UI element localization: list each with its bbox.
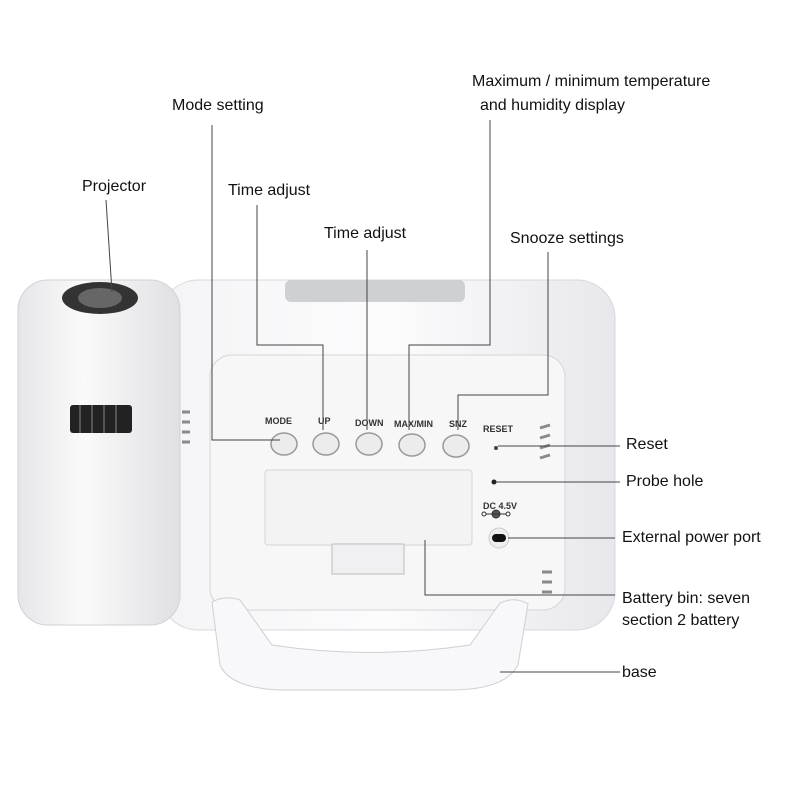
dc-label: DC 4.5V [483,501,517,511]
top-display-strip [285,280,465,302]
callout-mode-setting: Mode setting [172,97,264,114]
reset-hole[interactable] [494,446,498,450]
up-button[interactable] [312,432,340,456]
stand-latch [331,543,405,575]
callout-battery-line1: Battery bin: seven [622,590,751,607]
battery-bin [264,469,473,546]
callout-snooze: Snooze settings [510,230,624,247]
callout-base: base [622,664,657,681]
callout-time-adjust-up: Time adjust [228,182,311,199]
down-button[interactable] [355,432,383,456]
callout-time-adjust-down: Time adjust [324,225,407,242]
mode-button[interactable] [270,432,298,456]
dc-polarity-icon [481,509,511,519]
callout-battery-line2: section 2 battery [622,612,740,629]
probe-hole [491,479,497,485]
down-label: DOWN [355,418,384,428]
callout-probe-hole: Probe hole [626,473,704,490]
up-label: UP [318,416,331,426]
callout-maxmin-line1: Maximum / minimum temperature [472,73,711,90]
callout-maxmin-line2: and humidity display [480,97,625,114]
maxmin-label: MAX/MIN [394,419,433,429]
callout-lines [105,120,620,673]
reset-label: RESET [483,424,514,434]
base-stand [211,597,529,691]
mode-label: MODE [265,416,292,426]
snz-button[interactable] [442,434,470,458]
projector-arm [17,279,181,626]
callout-power-port: External power port [622,529,761,546]
maxmin-button[interactable] [398,433,426,457]
callout-reset: Reset [626,436,668,453]
callout-projector: Projector [82,178,147,195]
